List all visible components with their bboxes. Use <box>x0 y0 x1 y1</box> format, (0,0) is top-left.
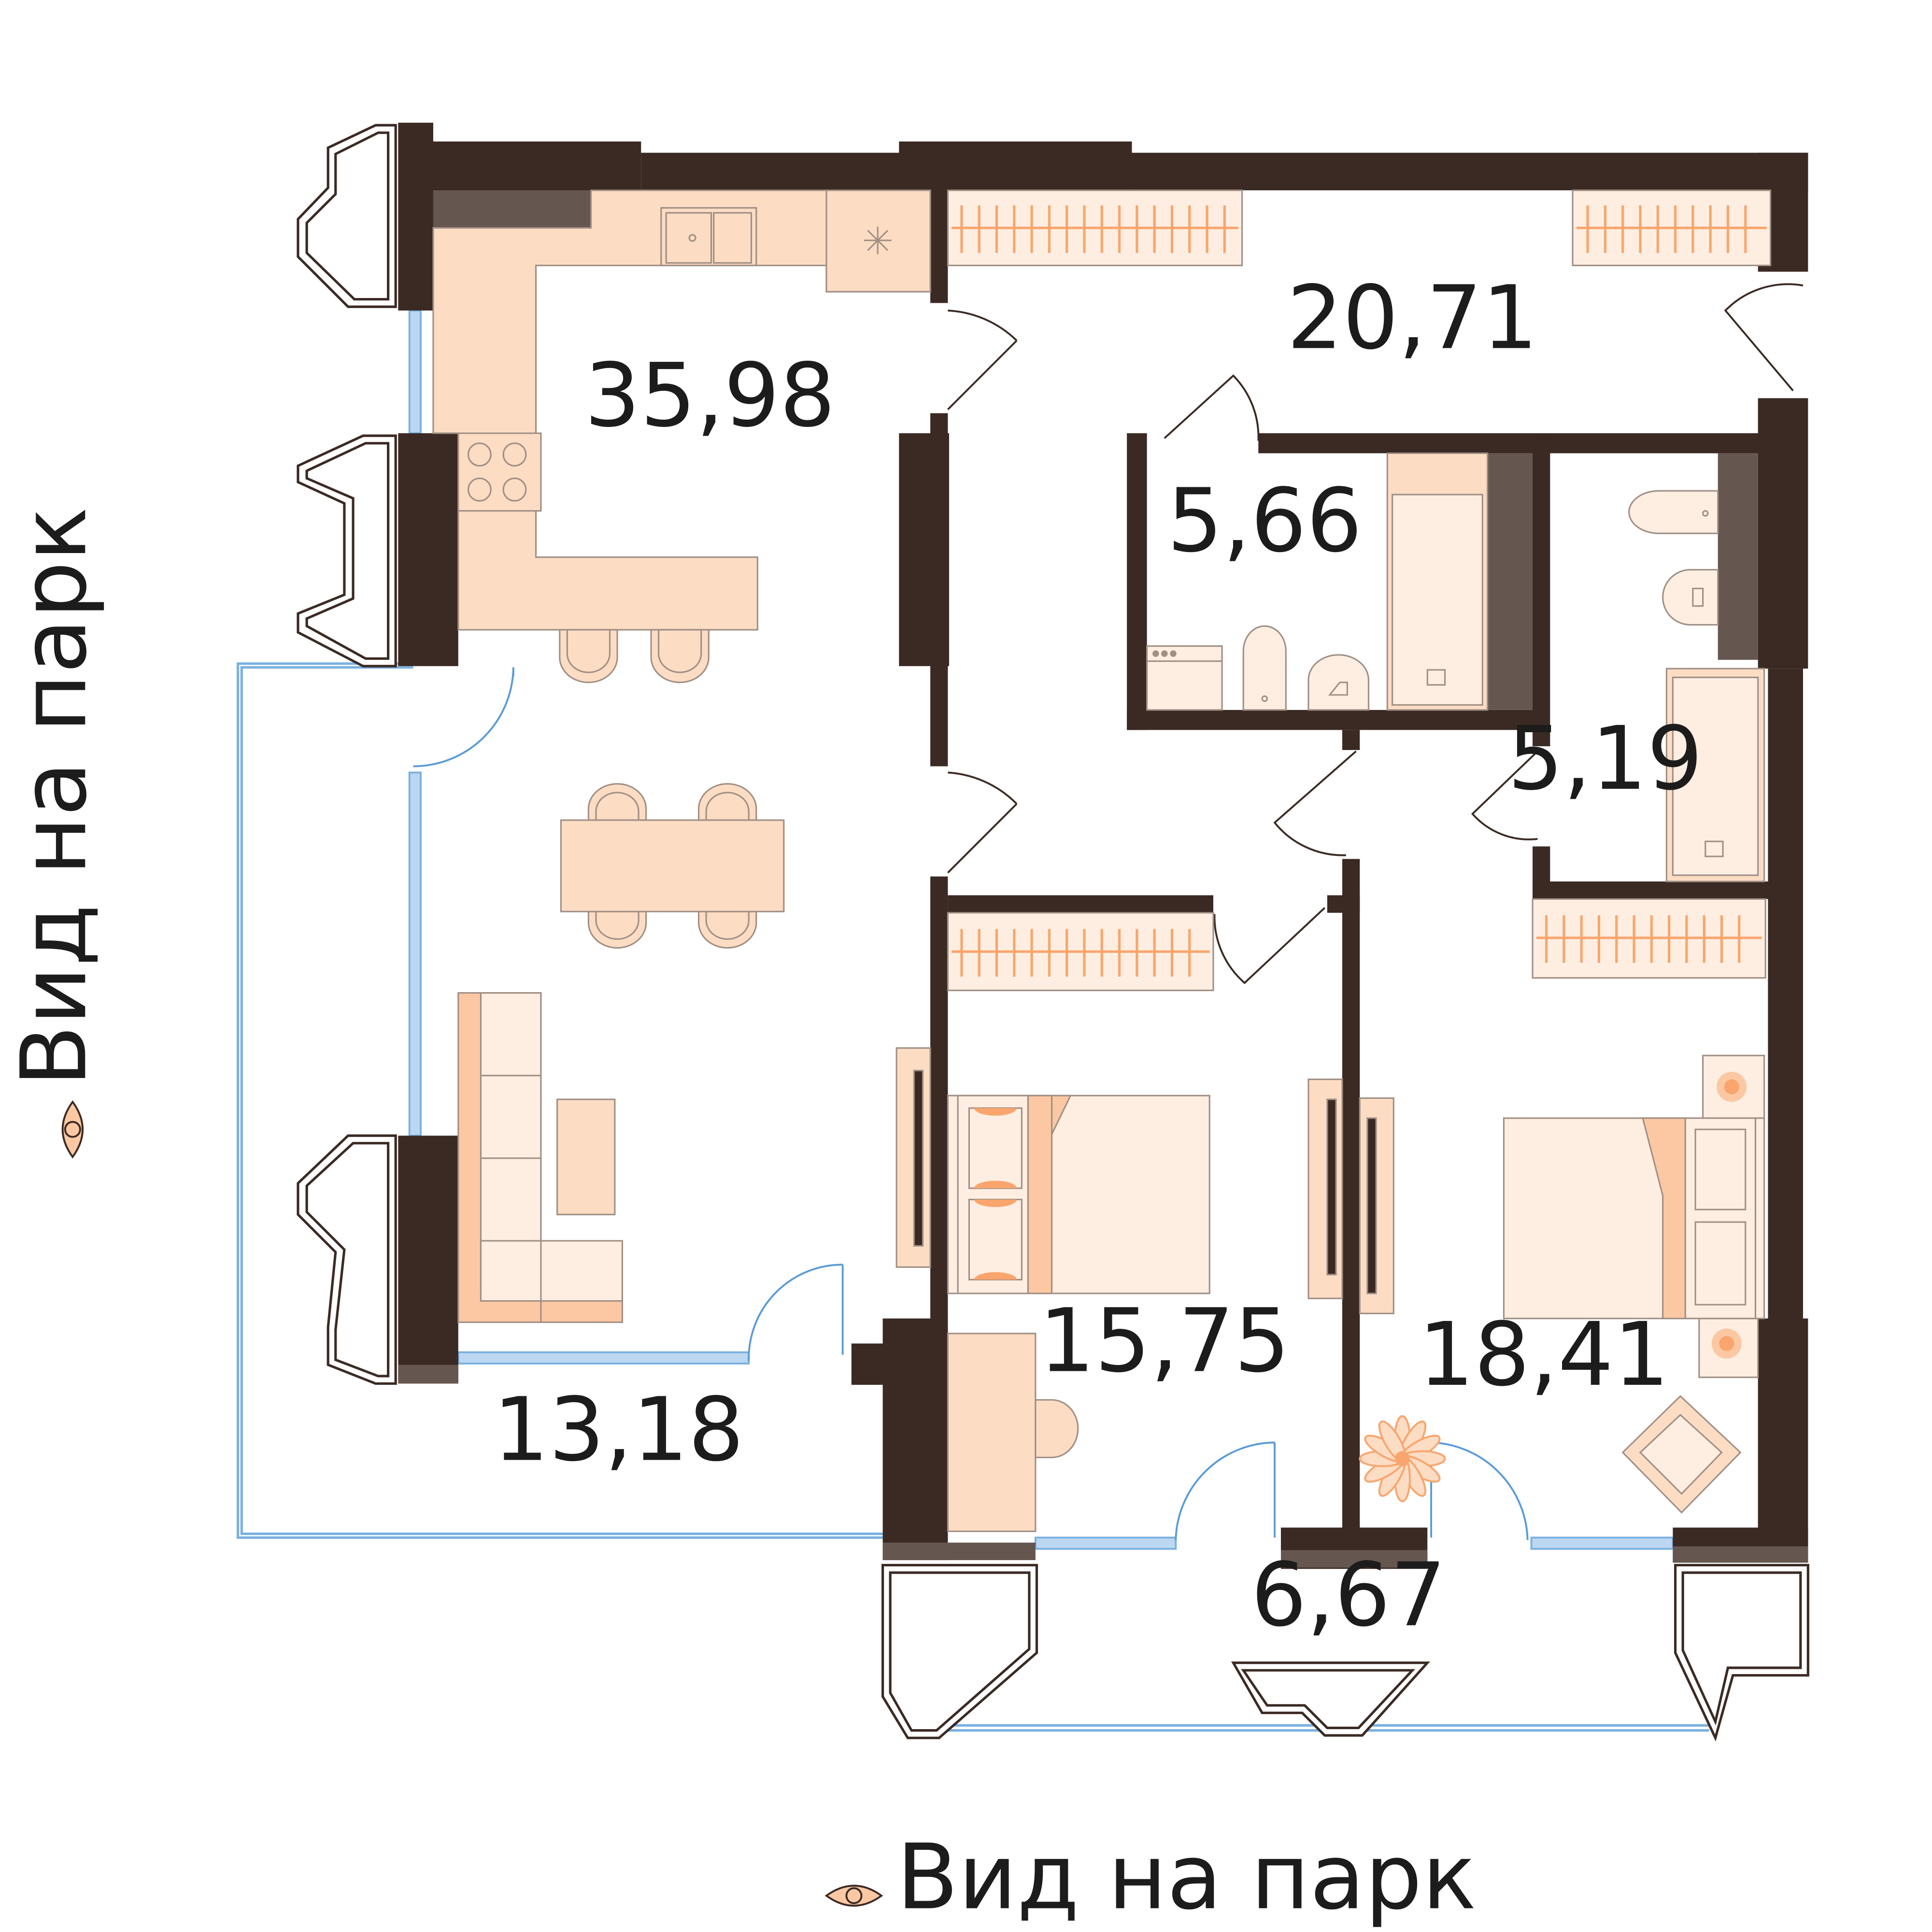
eye-icon <box>61 1100 84 1159</box>
wc-fixtures <box>1628 490 1765 882</box>
wc-area: 5,19 <box>1507 708 1703 810</box>
view-marker-bottom: Вид на парк <box>824 1825 1477 1930</box>
bedroom-1-furniture <box>895 1047 1210 1533</box>
view-label-bottom: Вид на парк <box>896 1825 1477 1930</box>
tv-units <box>1307 1079 1394 1314</box>
glass-doors <box>413 667 1529 1540</box>
living-kitchen-area: 35,98 <box>584 344 835 446</box>
sofa <box>457 992 623 1323</box>
hall-area: 20,71 <box>1287 267 1537 369</box>
view-label-left: Вид на парк <box>2 507 107 1087</box>
window-glazing <box>408 309 1674 1550</box>
bay-outlines <box>297 124 1809 1742</box>
eye-icon <box>824 1885 883 1907</box>
terrace-area: 13,18 <box>493 1379 744 1481</box>
bedroom-2-area: 18,41 <box>1419 1304 1669 1406</box>
plant-icon <box>1359 1415 1446 1503</box>
view-marker-left: Вид на парк <box>2 507 107 1159</box>
inner-wall-shade <box>398 190 1808 1568</box>
balcony-area: 6,67 <box>1251 1544 1446 1646</box>
bedroom-1-area: 15,75 <box>1039 1290 1290 1392</box>
bedroom-2-furniture <box>1503 1054 1765 1514</box>
area-labels: 35,98 20,71 5,66 5,19 15,75 18,41 13,18 … <box>493 267 1703 1646</box>
dining-set <box>560 783 785 949</box>
bathroom-fixtures <box>1146 452 1489 711</box>
kitchen-counter <box>432 189 931 631</box>
bathroom-area: 5,66 <box>1167 470 1362 572</box>
doors <box>947 283 1804 984</box>
hangers <box>960 205 1747 977</box>
terrace-outline <box>236 662 887 1539</box>
walls <box>398 123 1808 1569</box>
bar-stools <box>559 629 710 683</box>
